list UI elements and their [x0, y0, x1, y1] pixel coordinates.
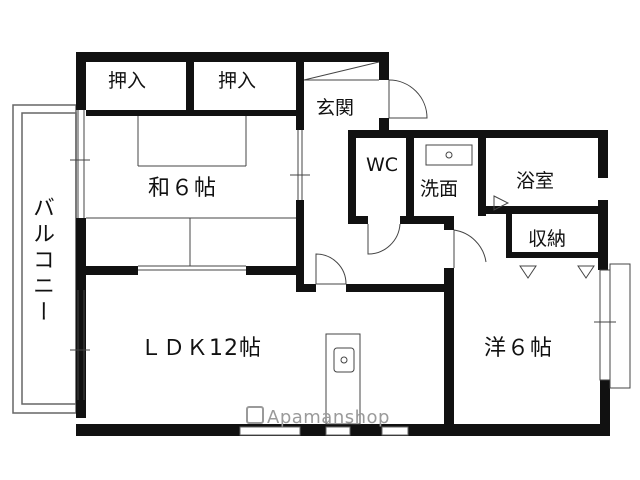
- entrance-door: [303, 61, 428, 119]
- ldk-label: ＬＤＫ12帖: [140, 336, 262, 361]
- storage-doors: [519, 265, 595, 279]
- western-door: [453, 229, 487, 268]
- watermark: Apamanshop: [246, 406, 390, 427]
- washitsu-label: 和６帖: [148, 176, 218, 201]
- tatami-lines: [86, 116, 296, 271]
- watermark-text: Apamanshop: [267, 407, 390, 428]
- balcony-label: バルコニー: [29, 196, 54, 326]
- bottom-openings: [239, 426, 409, 436]
- wash-basin: [425, 144, 473, 166]
- ldk-door: [315, 253, 347, 285]
- western-room-label: 洋６帖: [484, 336, 554, 361]
- bath-door: [493, 195, 510, 211]
- left-windows: [70, 110, 90, 400]
- apamanshop-logo-icon: [246, 406, 264, 424]
- bathroom-label: 浴室: [516, 170, 555, 192]
- kitchen-counter: [325, 333, 361, 425]
- storage-label: 収納: [528, 228, 567, 250]
- washitsu-door: [290, 130, 310, 200]
- closet-right-label: 押入: [218, 70, 257, 92]
- wc-door: [367, 223, 401, 255]
- entrance-label: 玄関: [316, 97, 355, 119]
- right-window: [594, 263, 631, 389]
- washroom-label: 洗面: [420, 178, 459, 200]
- walls: [76, 52, 610, 436]
- wc-label: WC: [365, 154, 399, 176]
- closet-left-label: 押入: [108, 70, 147, 92]
